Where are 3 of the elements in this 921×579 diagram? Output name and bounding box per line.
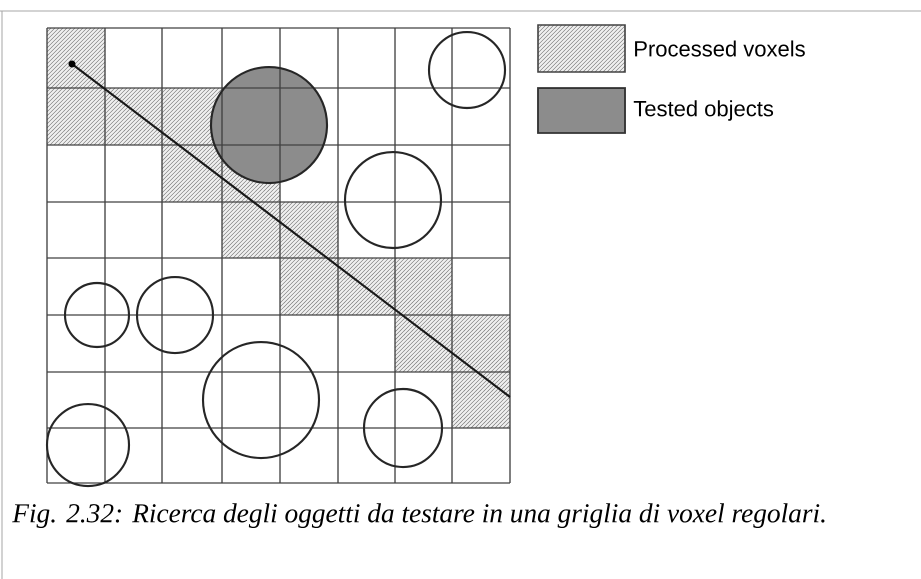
legend-label: Tested objects: [634, 100, 774, 121]
legend-label: Processed voxels: [635, 40, 805, 57]
figure-caption: Fig. 2.32: Ricerca degli oggetti da testare in una griglia di voxel regolari.: [12, 503, 824, 528]
